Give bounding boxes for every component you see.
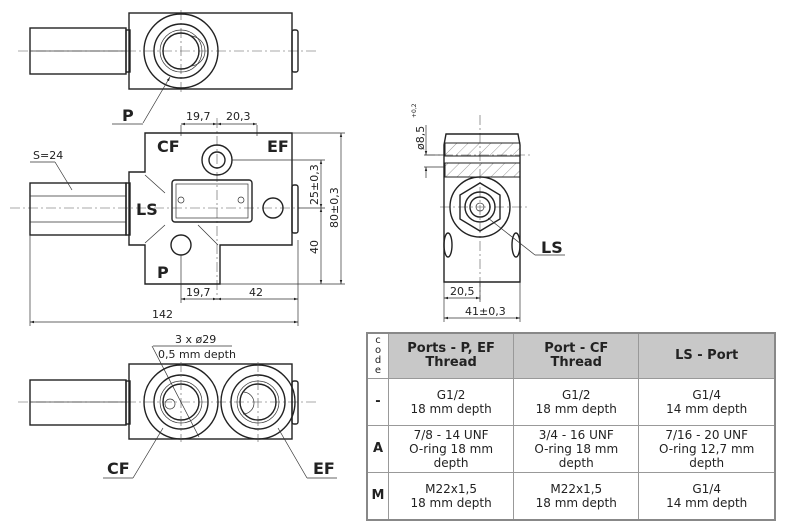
dim-19-7-top: 19,7 <box>186 110 211 123</box>
label-port-p-top: P <box>122 106 134 125</box>
cell-line1: G1/2 <box>436 388 466 402</box>
cell-line2: 18 mm depth <box>410 402 492 416</box>
cell-line1: 7/16 - 20 UNF <box>665 428 748 442</box>
cell-line1: 7/8 - 14 UNF <box>413 428 489 442</box>
dim-25: 25±0,3 <box>308 164 321 205</box>
row-code: M <box>366 472 389 521</box>
dim-42: 42 <box>249 286 263 299</box>
dim-bore-dia: ø8,5 <box>414 126 427 150</box>
cell-line1: M22x1,5 <box>425 482 477 496</box>
hex-fitting-front <box>29 182 127 236</box>
dim-spotface-count: 3 x ø29 <box>175 333 216 346</box>
header-line1: Port - CF <box>544 341 609 356</box>
side-view: LS ø8,5 +0,2 20,5 41±0,3 <box>411 103 565 322</box>
dim-spotface-depth: 0,5 mm depth <box>158 348 236 361</box>
cell-line1: M22x1,5 <box>550 482 603 496</box>
cell-line1: G1/4 <box>692 482 721 496</box>
code-header-o: o <box>374 345 382 356</box>
dim-41: 41±0,3 <box>465 305 506 318</box>
cell-line2: 18 mm depth <box>410 496 492 510</box>
dim-142: 142 <box>152 308 173 321</box>
label-ef-bottom: EF <box>313 459 335 478</box>
cell-line1: G1/2 <box>561 388 591 402</box>
label-ls-side: LS <box>541 238 563 257</box>
code-header: c o d e <box>366 332 389 379</box>
row-code: - <box>366 378 389 426</box>
cell-line2: 14 mm depth <box>666 496 748 510</box>
bottom-view: 3 x ø29 0,5 mm depth CF EF <box>18 333 337 479</box>
cell-line1: 3/4 - 16 UNF <box>538 428 614 442</box>
label-p-front: P <box>157 263 169 282</box>
label-ls-front: LS <box>136 200 158 219</box>
header-ls-port: LS - Port <box>638 332 776 379</box>
dim-19-7-bottom: 19,7 <box>186 286 211 299</box>
label-cf-front: CF <box>157 137 180 156</box>
dim-20-3-top: 20,3 <box>226 110 251 123</box>
dim-40: 40 <box>308 240 321 254</box>
header-line2: Thread <box>550 355 602 370</box>
hex-fitting-bottom <box>29 379 127 426</box>
label-cf-bottom: CF <box>107 459 130 478</box>
cell-line1: G1/4 <box>692 388 721 402</box>
cell-line2: O-ring 12,7 mm depth <box>659 442 755 470</box>
cell-line2: 14 mm depth <box>666 402 748 416</box>
cell-line2: 18 mm depth <box>535 496 617 510</box>
dim-bore-tol: +0,2 <box>411 103 418 118</box>
row-code: A <box>366 425 389 473</box>
top-view: P <box>18 10 318 125</box>
label-ef-front: EF <box>267 137 289 156</box>
header-line1: LS - Port <box>675 348 739 363</box>
cell-line2: 18 mm depth <box>535 402 617 416</box>
code-header-c: c <box>375 335 381 346</box>
cell-line2: O-ring 18 mm depth <box>409 442 494 470</box>
header-line1: Ports - P, EF <box>407 341 495 356</box>
code-header-d: d <box>374 355 382 366</box>
dim-80: 80±0,3 <box>328 187 341 228</box>
cell-line2: O-ring 18 mm depth <box>534 442 619 470</box>
front-view: 19,7 20,3 CF EF LS P S=24 <box>10 110 345 326</box>
dim-hex-size: S=24 <box>33 149 63 162</box>
header-line2: Thread <box>425 355 477 370</box>
dim-20-5: 20,5 <box>450 285 475 298</box>
code-header-e: e <box>374 365 382 376</box>
